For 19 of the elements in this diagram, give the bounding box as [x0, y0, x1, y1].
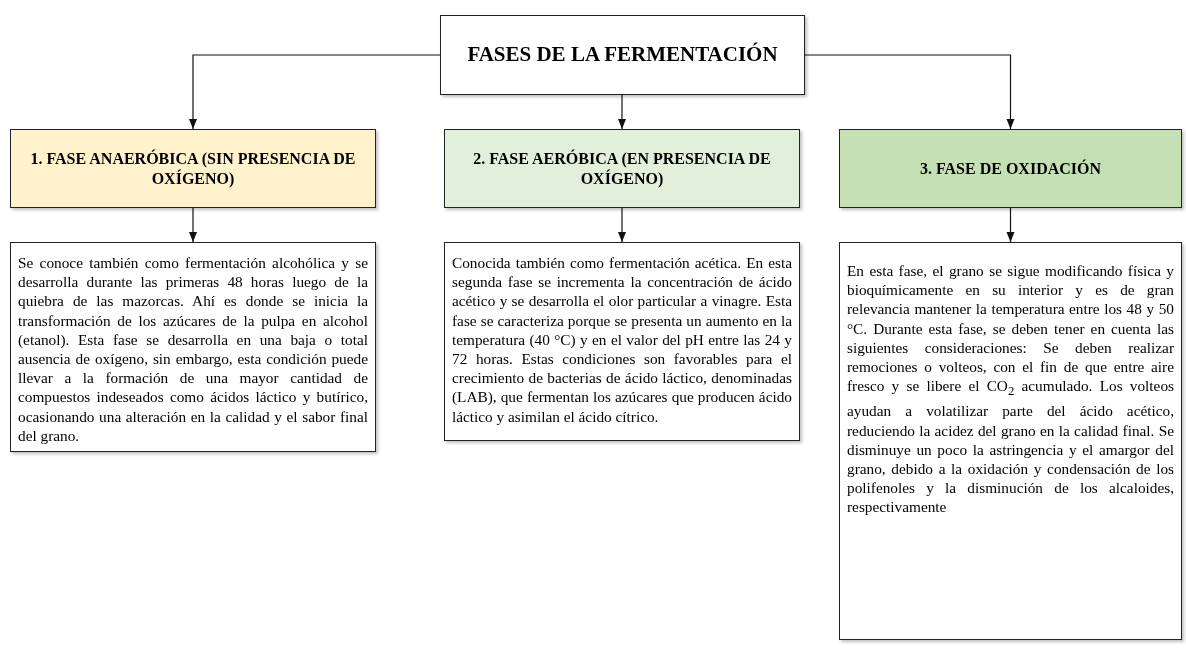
- phase-title: 1. FASE ANAERÓBICA (SIN PRESENCIA DE OXÍGENO): [29, 149, 357, 188]
- phase-box: [444, 129, 800, 208]
- description-box: [839, 242, 1182, 640]
- title-text: FASES DE LA FERMENTACIÓN: [467, 42, 778, 68]
- phase-title: 3. FASE DE OXIDACIÓN: [919, 158, 1102, 179]
- description-box: [444, 242, 800, 441]
- arrow: [618, 207, 626, 243]
- arrow: [618, 94, 626, 130]
- arrow: [1006, 207, 1015, 243]
- arrow: [804, 54, 1015, 130]
- arrow: [189, 207, 197, 243]
- description-text: Se conoce también como fermentación alcohólica y se desarrolla durante las primeras 48 horas luego de la quiebra de las mazorcas. Ahí es donde se inicia la transformación de los azúcares de la pulpa en alcohol (etanol). Esta fase se desarrolla en una baja o total ausencia de oxígeno, sin embargo, esta condición puede llevar a la formación de una mayor cantidad de compuestos indeseados como ácidos láctico y butírico, ocasionando una alteración en la calidad y el sabor final del grano.: [17, 253, 369, 446]
- phase-title: 2. FASE AERÓBICA (EN PRESENCIA DE OXÍGENO): [472, 149, 772, 188]
- phase-box: [839, 129, 1182, 208]
- description-text: Conocida también como fermentación acética. En esta segunda fase se incrementa la concentración de ácido acético y se desarrolla el olor particular a vinagre. Esta fase se caracteriza porque se presenta un aumento en la temperatura (40 °C) y en el valor del pH entre las 24 y 72 horas. Estas condiciones son favorables para el crecimiento de bacterias de ácido láctico, denominadas (LAB), que fermentan los azúcares que producen ácido láctico y asimilan el ácido cítrico.: [451, 253, 793, 426]
- arrow: [189, 54, 441, 130]
- description-text: En esta fase, el grano se sigue modificando física y bioquímicamente en su interior y es de gran relevancia mantener la temperatura entre los 48 y 50 °C. Durante esta fase, se deben tener en cuenta las siguientes consideraciones: Se deben realizar remociones o volteos, con el fin de que entre aire fresco y se libere el CO$_{2}$ acumulado. Los volteos ayudan a volatilizar parte del ácido acético, reduciendo la acidez del grano en la calidad final. Se disminuye un poco la astringencia y el amargor del grano, debido a la oxidación y condensación de los polifenoles y la disminución de los alcaloides, respectivamente: [846, 261, 1175, 517]
- title-box: [440, 15, 805, 95]
- phase-box: [10, 129, 376, 208]
